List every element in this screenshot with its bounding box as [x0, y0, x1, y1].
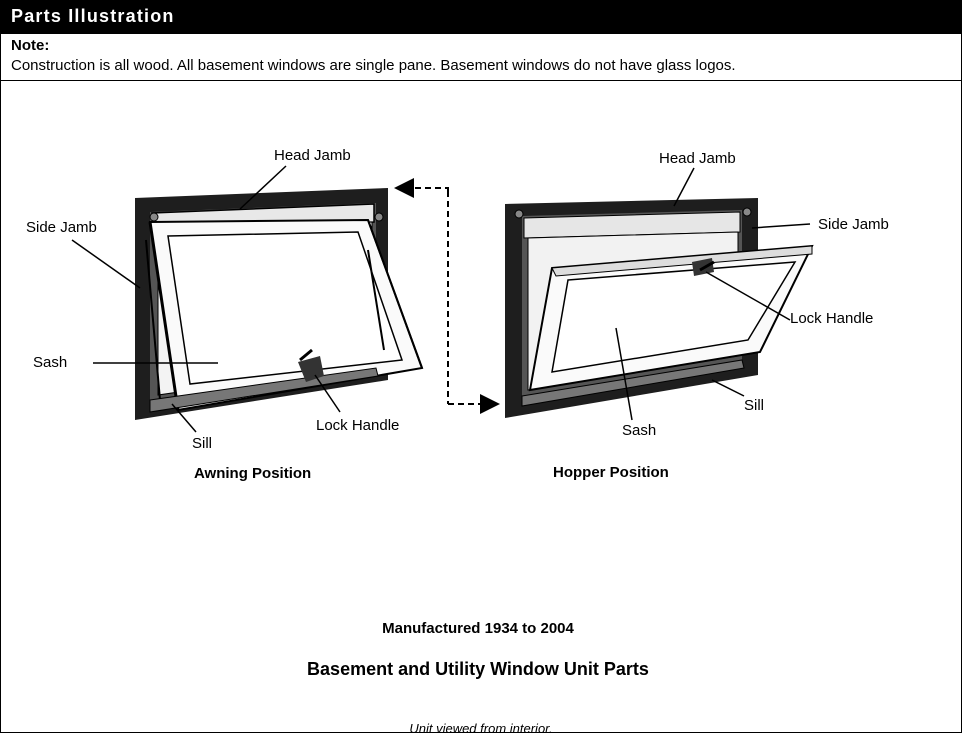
hopper-label-side-jamb: Side Jamb — [818, 216, 889, 233]
awning-label-head-jamb: Head Jamb — [274, 147, 351, 164]
hopper-caption: Hopper Position — [553, 464, 669, 481]
note-text: Construction is all wood. All basement w… — [11, 57, 736, 74]
awning-caption: Awning Position — [194, 465, 311, 482]
diagram-title: Basement and Utility Window Unit Parts — [307, 659, 649, 679]
header-bar: Parts Illustration — [0, 0, 962, 34]
hopper-head-jamb — [523, 211, 741, 239]
connector-to-awning — [394, 178, 449, 198]
hopper-label-lock-handle: Lock Handle — [790, 310, 873, 327]
awning-label-side-jamb: Side Jamb — [26, 219, 97, 236]
page-title: Parts Illustration — [11, 6, 175, 26]
hopper-window-illustration — [505, 198, 814, 418]
awning-window-illustration — [135, 188, 424, 420]
position-connector-arrows — [394, 178, 500, 414]
note-label: Note: — [11, 37, 50, 54]
footer-note: Unit viewed from interior. — [409, 721, 553, 736]
awning-label-lock-handle: Lock Handle — [316, 417, 399, 434]
hopper-label-sash: Sash — [622, 422, 656, 439]
awning-sill — [149, 367, 379, 413]
awning-leaders — [71, 165, 341, 433]
hopper-sill — [521, 359, 745, 407]
awning-lock-handle — [298, 356, 324, 382]
hopper-leaders — [615, 167, 811, 421]
note-divider — [0, 80, 962, 81]
awning-label-sash: Sash — [33, 354, 67, 371]
awning-sash-glass — [167, 231, 404, 385]
awning-label-sill: Sill — [192, 435, 212, 452]
hopper-sash-glass — [551, 261, 797, 373]
manufactured-text: Manufactured 1934 to 2004 — [382, 620, 574, 637]
hopper-label-head-jamb: Head Jamb — [659, 150, 736, 167]
hopper-label-sill: Sill — [744, 397, 764, 414]
